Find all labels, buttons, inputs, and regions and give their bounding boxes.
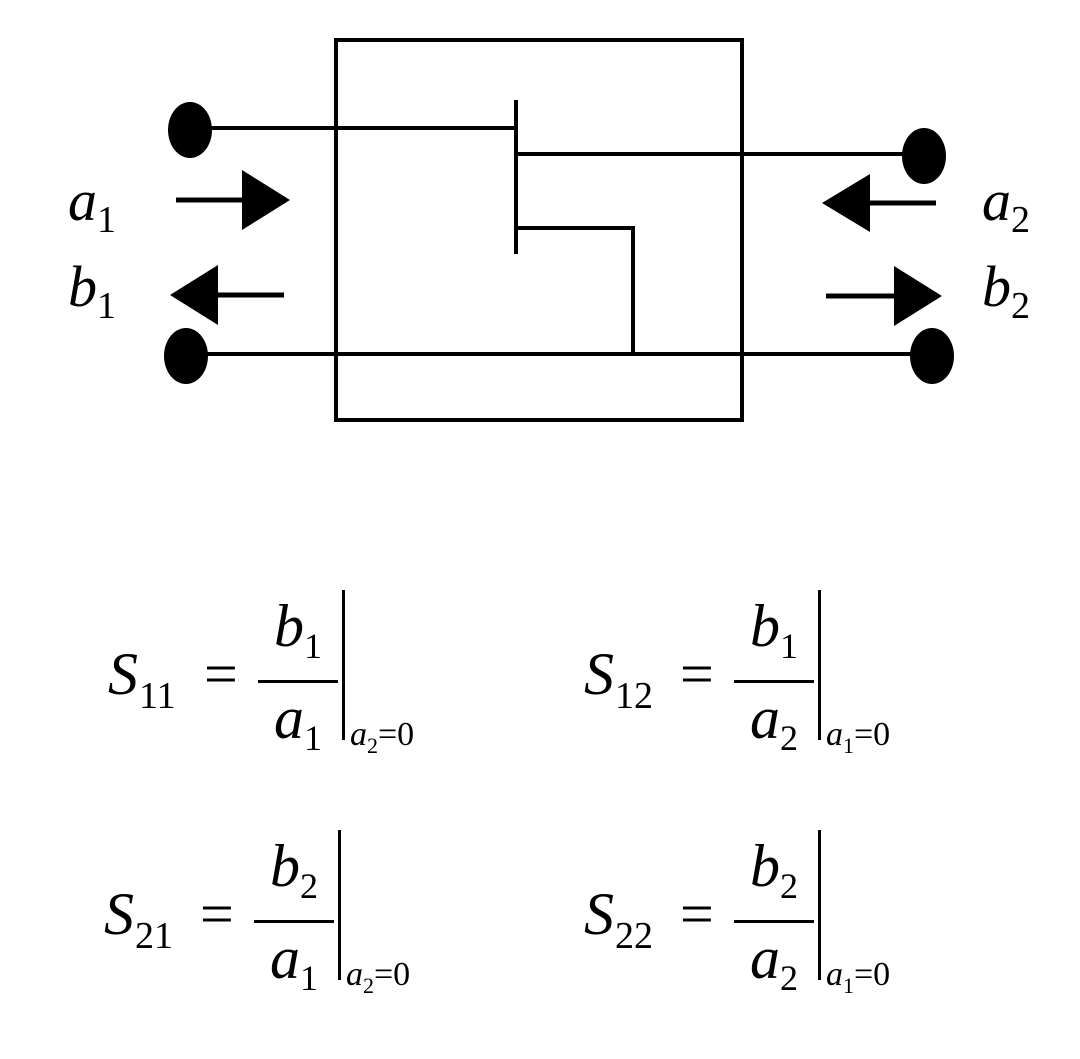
source-lead (516, 226, 635, 354)
eq-lhs: S11 (108, 641, 176, 717)
eq-denominator: a1 (274, 685, 322, 758)
eq-denominator: a2 (750, 685, 798, 758)
a1-arrow-icon (176, 170, 290, 230)
label-a1: a1 (68, 168, 116, 241)
fraction-bar (258, 680, 338, 683)
equation-s22: S22 = b2 a2 a1=0 (584, 830, 924, 1006)
eq-numerator: b1 (274, 593, 322, 666)
equation-s11: S11 = b1 a1 a2=0 (108, 590, 448, 766)
network-box (334, 38, 744, 422)
eq-denominator: a2 (750, 925, 798, 998)
port1-top-terminal (168, 102, 212, 158)
b2-arrow-icon (826, 266, 942, 326)
eq-equals: = (204, 641, 238, 707)
port2-bottom-terminal (910, 328, 954, 384)
eq-lhs: S12 (584, 641, 653, 717)
eq-lhs: S22 (584, 881, 653, 957)
port2-top-terminal (902, 128, 946, 184)
equation-s21: S21 = b2 a1 a2=0 (104, 830, 444, 1006)
eq-denominator: a1 (270, 925, 318, 998)
b1-arrow-icon (170, 265, 284, 325)
fraction-bar (734, 920, 814, 923)
eq-equals: = (200, 881, 234, 947)
eq-condition: a2=0 (350, 716, 415, 758)
eq-lhs: S21 (104, 881, 173, 957)
label-b2: b2 (982, 254, 1030, 327)
eq-numerator: b1 (750, 593, 798, 666)
a2-arrow-icon (822, 174, 936, 232)
eq-condition: a1=0 (826, 716, 891, 758)
eq-equals: = (680, 881, 714, 947)
fraction-bar (734, 680, 814, 683)
two-port-network-diagram (164, 38, 954, 422)
evaluation-bar (338, 830, 341, 980)
eq-condition: a2=0 (346, 956, 411, 998)
label-a2: a2 (982, 168, 1030, 241)
eq-condition: a1=0 (826, 956, 891, 998)
equation-s12: S12 = b1 a2 a1=0 (584, 590, 924, 766)
port1-bottom-terminal (164, 328, 208, 384)
fraction-bar (254, 920, 334, 923)
eq-numerator: b2 (750, 833, 798, 906)
eq-equals: = (680, 641, 714, 707)
eq-numerator: b2 (270, 833, 318, 906)
evaluation-bar (818, 590, 821, 740)
label-b1: b1 (68, 254, 116, 327)
evaluation-bar (342, 590, 345, 740)
evaluation-bar (818, 830, 821, 980)
